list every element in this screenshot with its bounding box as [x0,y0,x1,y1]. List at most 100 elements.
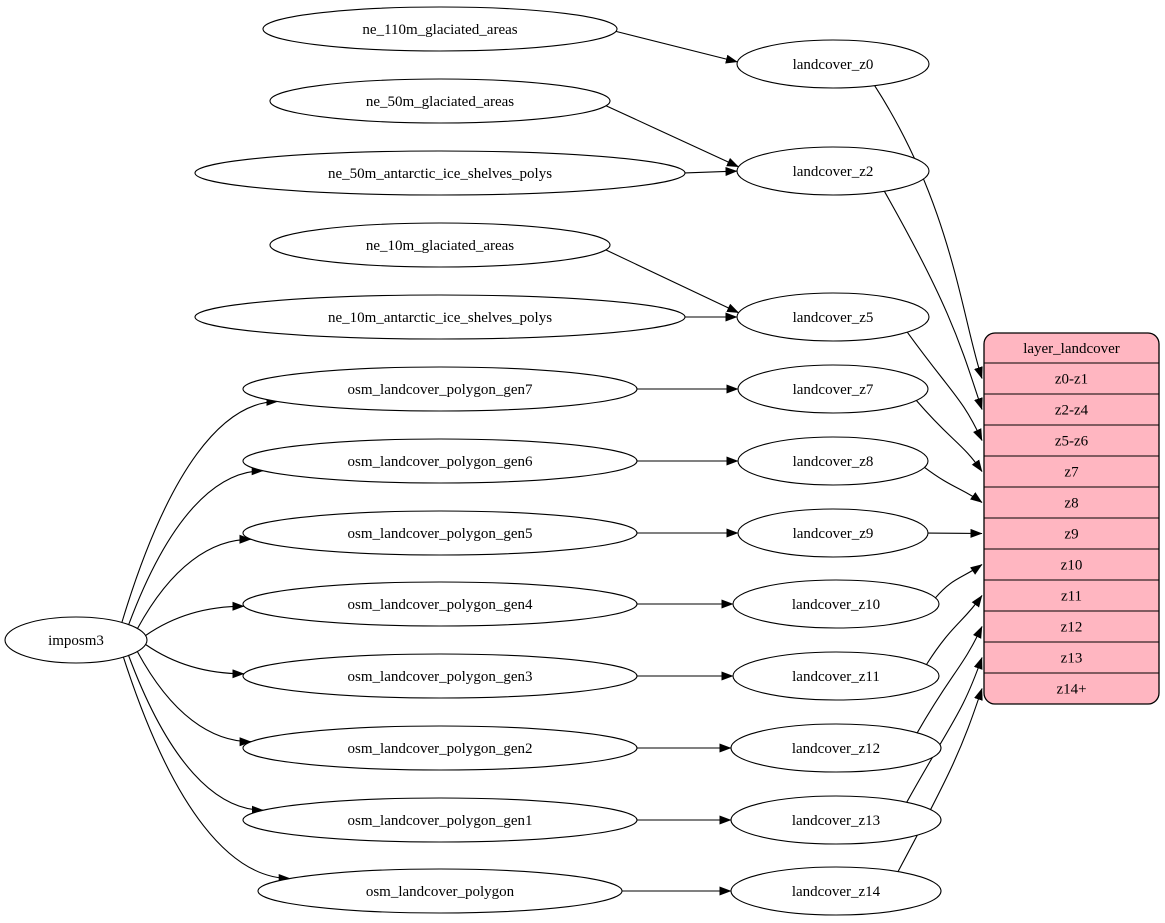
record-row-z2-z4: z2-z4 [1055,403,1089,419]
node-ellipse-osm_landcover_polygon [257,868,623,914]
edge-ne_50m_glaciated_areas-to-landcover_z2 [605,105,739,168]
node-landcover_z14: landcover_z14 [730,866,942,916]
node-ne_50m_glaciated_areas: ne_50m_glaciated_areas [269,78,611,124]
edge-landcover_z7-to-row-z7 [915,400,983,472]
node-ellipse-landcover_z2 [736,146,930,196]
node-label-landcover_z5: landcover_z5 [793,310,874,326]
node-label-osm_landcover_polygon_gen7: osm_landcover_polygon_gen7 [348,382,533,398]
node-ellipse-osm_landcover_polygon_gen6 [242,438,638,484]
node-landcover_z12: landcover_z12 [730,723,942,773]
node-label-ne_10m_glaciated_areas: ne_10m_glaciated_areas [366,238,514,254]
node-ne_50m_antarctic_ice_shelves_polys: ne_50m_antarctic_ice_shelves_polys [194,150,686,196]
edge-ne_50m_antarctic_ice_shelves_polys-to-landcover_z2 [684,167,738,176]
node-osm_landcover_polygon_gen2: osm_landcover_polygon_gen2 [242,725,638,771]
node-label-landcover_z7: landcover_z7 [793,382,874,398]
record-row-z7: z7 [1064,465,1079,481]
node-ellipse-osm_landcover_polygon_gen5 [242,510,638,556]
edge-imposm3-to-osm_landcover_polygon_gen1 [128,655,264,815]
edge-landcover_z10-to-row-z10 [935,564,983,599]
record-row-z0-z1: z0-z1 [1055,372,1088,388]
edge-layer [121,30,983,896]
node-osm_landcover_polygon_gen4: osm_landcover_polygon_gen4 [242,581,638,627]
node-label-ne_110m_glaciated_areas: ne_110m_glaciated_areas [362,22,517,38]
node-ellipse-landcover_z10 [732,579,940,629]
node-ellipse-landcover_z11 [732,651,940,701]
edge-ne_10m_glaciated_areas-to-landcover_z5 [605,249,740,314]
record-title: layer_landcover [1023,341,1120,357]
edge-imposm3-to-osm_landcover_polygon_gen4 [145,601,245,636]
node-osm_landcover_polygon_gen7: osm_landcover_polygon_gen7 [242,366,638,412]
node-layer: imposm3 ne_110m_glaciated_areas ne_50m_gla… [4,6,942,916]
edge-landcover_z0-to-row-z0-z1 [874,85,983,379]
edge-imposm3-to-osm_landcover_polygon_gen5 [137,534,252,629]
node-ne_10m_antarctic_ice_shelves_polys: ne_10m_antarctic_ice_shelves_polys [194,294,686,340]
node-label-landcover_z8: landcover_z8 [793,454,874,470]
node-ellipse-ne_110m_glaciated_areas [262,6,618,52]
node-ellipse-landcover_z9 [737,508,929,558]
node-label-landcover_z13: landcover_z13 [792,813,880,829]
node-ellipse-landcover_z0 [736,39,930,89]
node-label-ne_10m_antarctic_ice_shelves_polys: ne_10m_antarctic_ice_shelves_polys [328,310,552,326]
edge-landcover_z12-to-row-z12 [916,626,983,734]
node-ellipse-landcover_z7 [737,364,929,414]
record-row-z5-z6: z5-z6 [1055,434,1089,450]
node-landcover_z0: landcover_z0 [736,39,930,89]
node-ellipse-osm_landcover_polygon_gen7 [242,366,638,412]
edge-imposm3-to-osm_landcover_polygon [122,656,291,883]
edge-landcover_z5-to-row-z5-z6 [906,331,983,441]
edge-imposm3-to-osm_landcover_polygon_gen6 [128,466,264,625]
record-row-z9: z9 [1064,527,1078,543]
node-ellipse-landcover_z12 [730,723,942,773]
edge-landcover_z8-to-row-z8 [924,466,983,503]
node-ellipse-ne_10m_antarctic_ice_shelves_polys [194,294,686,340]
node-landcover_z11: landcover_z11 [732,651,940,701]
node-ellipse-osm_landcover_polygon_gen2 [242,725,638,771]
node-label-osm_landcover_polygon: osm_landcover_polygon [366,884,515,900]
node-ellipse-landcover_z8 [737,436,929,486]
node-label-landcover_z14: landcover_z14 [792,884,881,900]
edge-ne_110m_glaciated_areas-to-landcover_z0 [615,30,738,64]
node-label-osm_landcover_polygon_gen3: osm_landcover_polygon_gen3 [348,669,533,685]
edge-imposm3-to-osm_landcover_polygon_gen7 [121,397,279,623]
node-osm_landcover_polygon_gen5: osm_landcover_polygon_gen5 [242,510,638,556]
node-label-osm_landcover_polygon_gen4: osm_landcover_polygon_gen4 [348,597,533,613]
node-landcover_z2: landcover_z2 [736,146,930,196]
edge-landcover_z2-to-row-z2-z4 [883,191,983,410]
node-ellipse-landcover_z13 [730,795,942,845]
edge-imposm3-to-osm_landcover_polygon_gen3 [145,644,245,679]
record-row-z10: z10 [1061,558,1083,574]
record-layer_landcover: layer_landcover z0-z1 z2-z4 z5-z6 z7 z8 z9 z10 z… [983,332,1160,705]
record-row-z12: z12 [1061,620,1083,636]
node-ne_110m_glaciated_areas: ne_110m_glaciated_areas [262,6,618,52]
node-landcover_z9: landcover_z9 [737,508,929,558]
node-ellipse-osm_landcover_polygon_gen1 [242,797,638,843]
node-landcover_z13: landcover_z13 [730,795,942,845]
record-row-z8: z8 [1064,496,1078,512]
node-label-landcover_z12: landcover_z12 [792,741,880,757]
node-label-osm_landcover_polygon_gen1: osm_landcover_polygon_gen1 [348,813,533,829]
node-label-osm_landcover_polygon_gen5: osm_landcover_polygon_gen5 [348,526,533,542]
node-ellipse-landcover_z14 [730,866,942,916]
node-ellipse-ne_10m_glaciated_areas [269,222,611,268]
node-ellipse-ne_50m_glaciated_areas [269,78,611,124]
node-osm_landcover_polygon_gen1: osm_landcover_polygon_gen1 [242,797,638,843]
node-ellipse-imposm3 [4,616,148,664]
node-ne_10m_glaciated_areas: ne_10m_glaciated_areas [269,222,611,268]
record-row-z11: z11 [1061,589,1082,605]
node-label-ne_50m_glaciated_areas: ne_50m_glaciated_areas [366,94,514,110]
node-label-osm_landcover_polygon_gen2: osm_landcover_polygon_gen2 [348,741,533,757]
node-landcover_z7: landcover_z7 [737,364,929,414]
node-ellipse-ne_50m_antarctic_ice_shelves_polys [194,150,686,196]
node-label-landcover_z0: landcover_z0 [793,57,874,73]
node-osm_landcover_polygon_gen6: osm_landcover_polygon_gen6 [242,438,638,484]
node-label-landcover_z10: landcover_z10 [792,597,880,613]
node-ellipse-osm_landcover_polygon_gen3 [242,653,638,699]
edge-landcover_z13-to-row-z13 [906,657,983,803]
node-label-landcover_z11: landcover_z11 [792,669,880,685]
node-osm_landcover_polygon: osm_landcover_polygon [257,868,623,914]
node-label-ne_50m_antarctic_ice_shelves_polys: ne_50m_antarctic_ice_shelves_polys [328,166,552,182]
node-label-osm_landcover_polygon_gen6: osm_landcover_polygon_gen6 [348,454,533,470]
node-imposm3: imposm3 [4,616,148,664]
